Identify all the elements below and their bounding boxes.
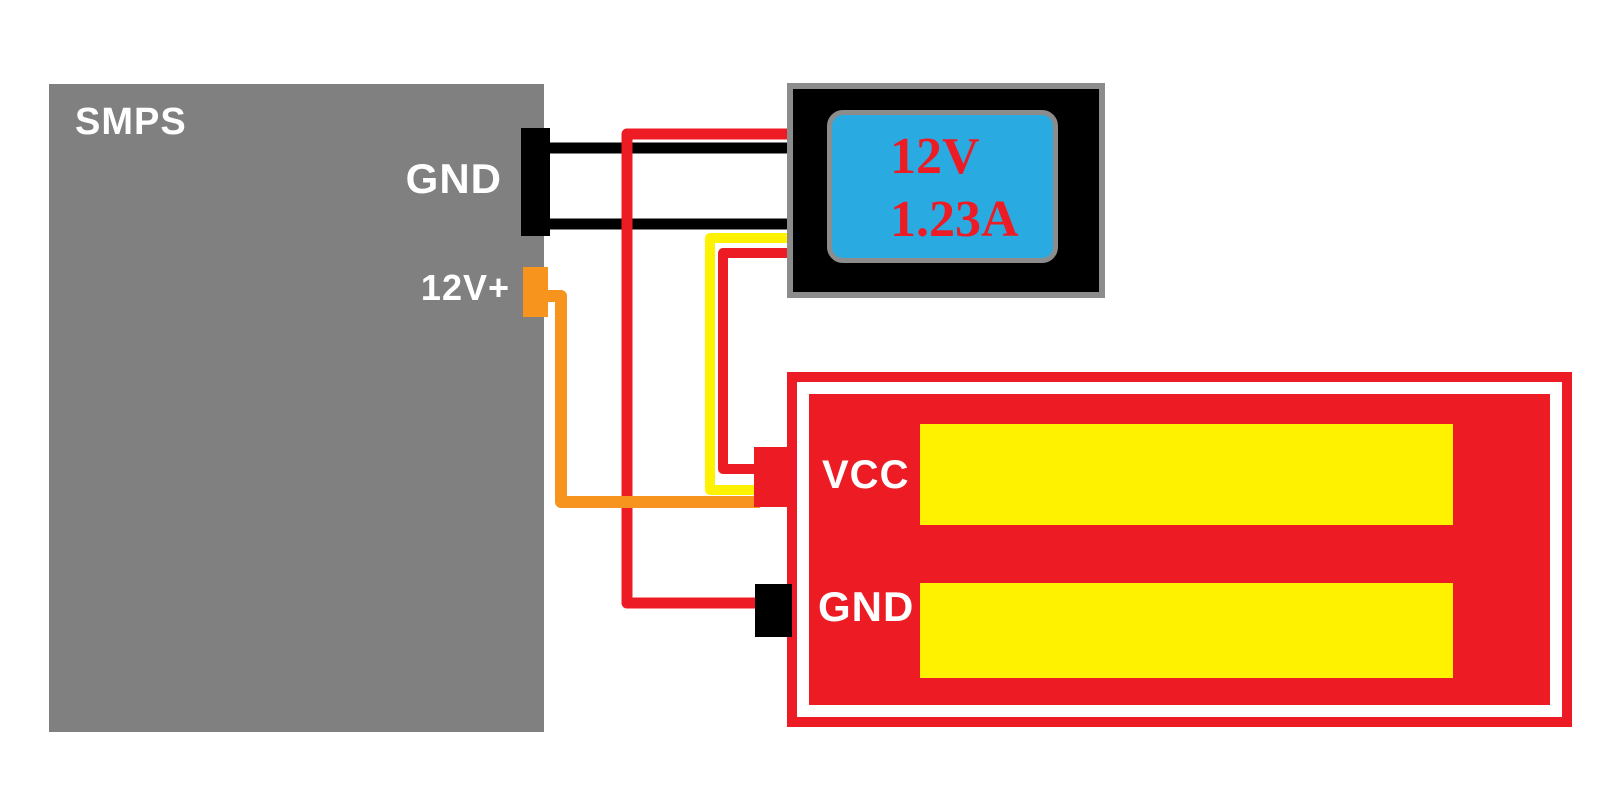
- device-top-yellow-bar: [920, 424, 1453, 525]
- device-gnd-terminal: [755, 584, 792, 637]
- wire-meter-red-to-device-vcc: [718, 248, 795, 474]
- smps-gnd-terminal: [521, 128, 550, 236]
- meter-voltage-value: 12V: [890, 128, 980, 185]
- device-vcc-label: VCC: [822, 453, 910, 497]
- meter-box: 12V 1.23A: [787, 83, 1105, 298]
- smps-12v-terminal: [523, 267, 548, 317]
- load-device-panel: VCC GND: [809, 394, 1550, 705]
- device-vcc-terminal: [754, 447, 788, 507]
- smps-12v-label: 12V+: [420, 267, 510, 308]
- wire-smps-12v-to-device-vcc: [543, 290, 760, 508]
- load-device-box: VCC GND: [787, 372, 1572, 727]
- smps-box: SMPS GND 12V+: [49, 84, 544, 732]
- smps-title: SMPS: [75, 101, 187, 143]
- device-gnd-label: GND: [818, 583, 915, 630]
- meter-current-value: 1.23A: [890, 191, 1019, 248]
- meter-display-screen: 12V 1.23A: [827, 110, 1058, 263]
- smps-gnd-label: GND: [405, 155, 502, 202]
- device-bottom-yellow-bar: [920, 583, 1453, 678]
- wire-meter-red-to-device-gnd: [621, 128, 795, 609]
